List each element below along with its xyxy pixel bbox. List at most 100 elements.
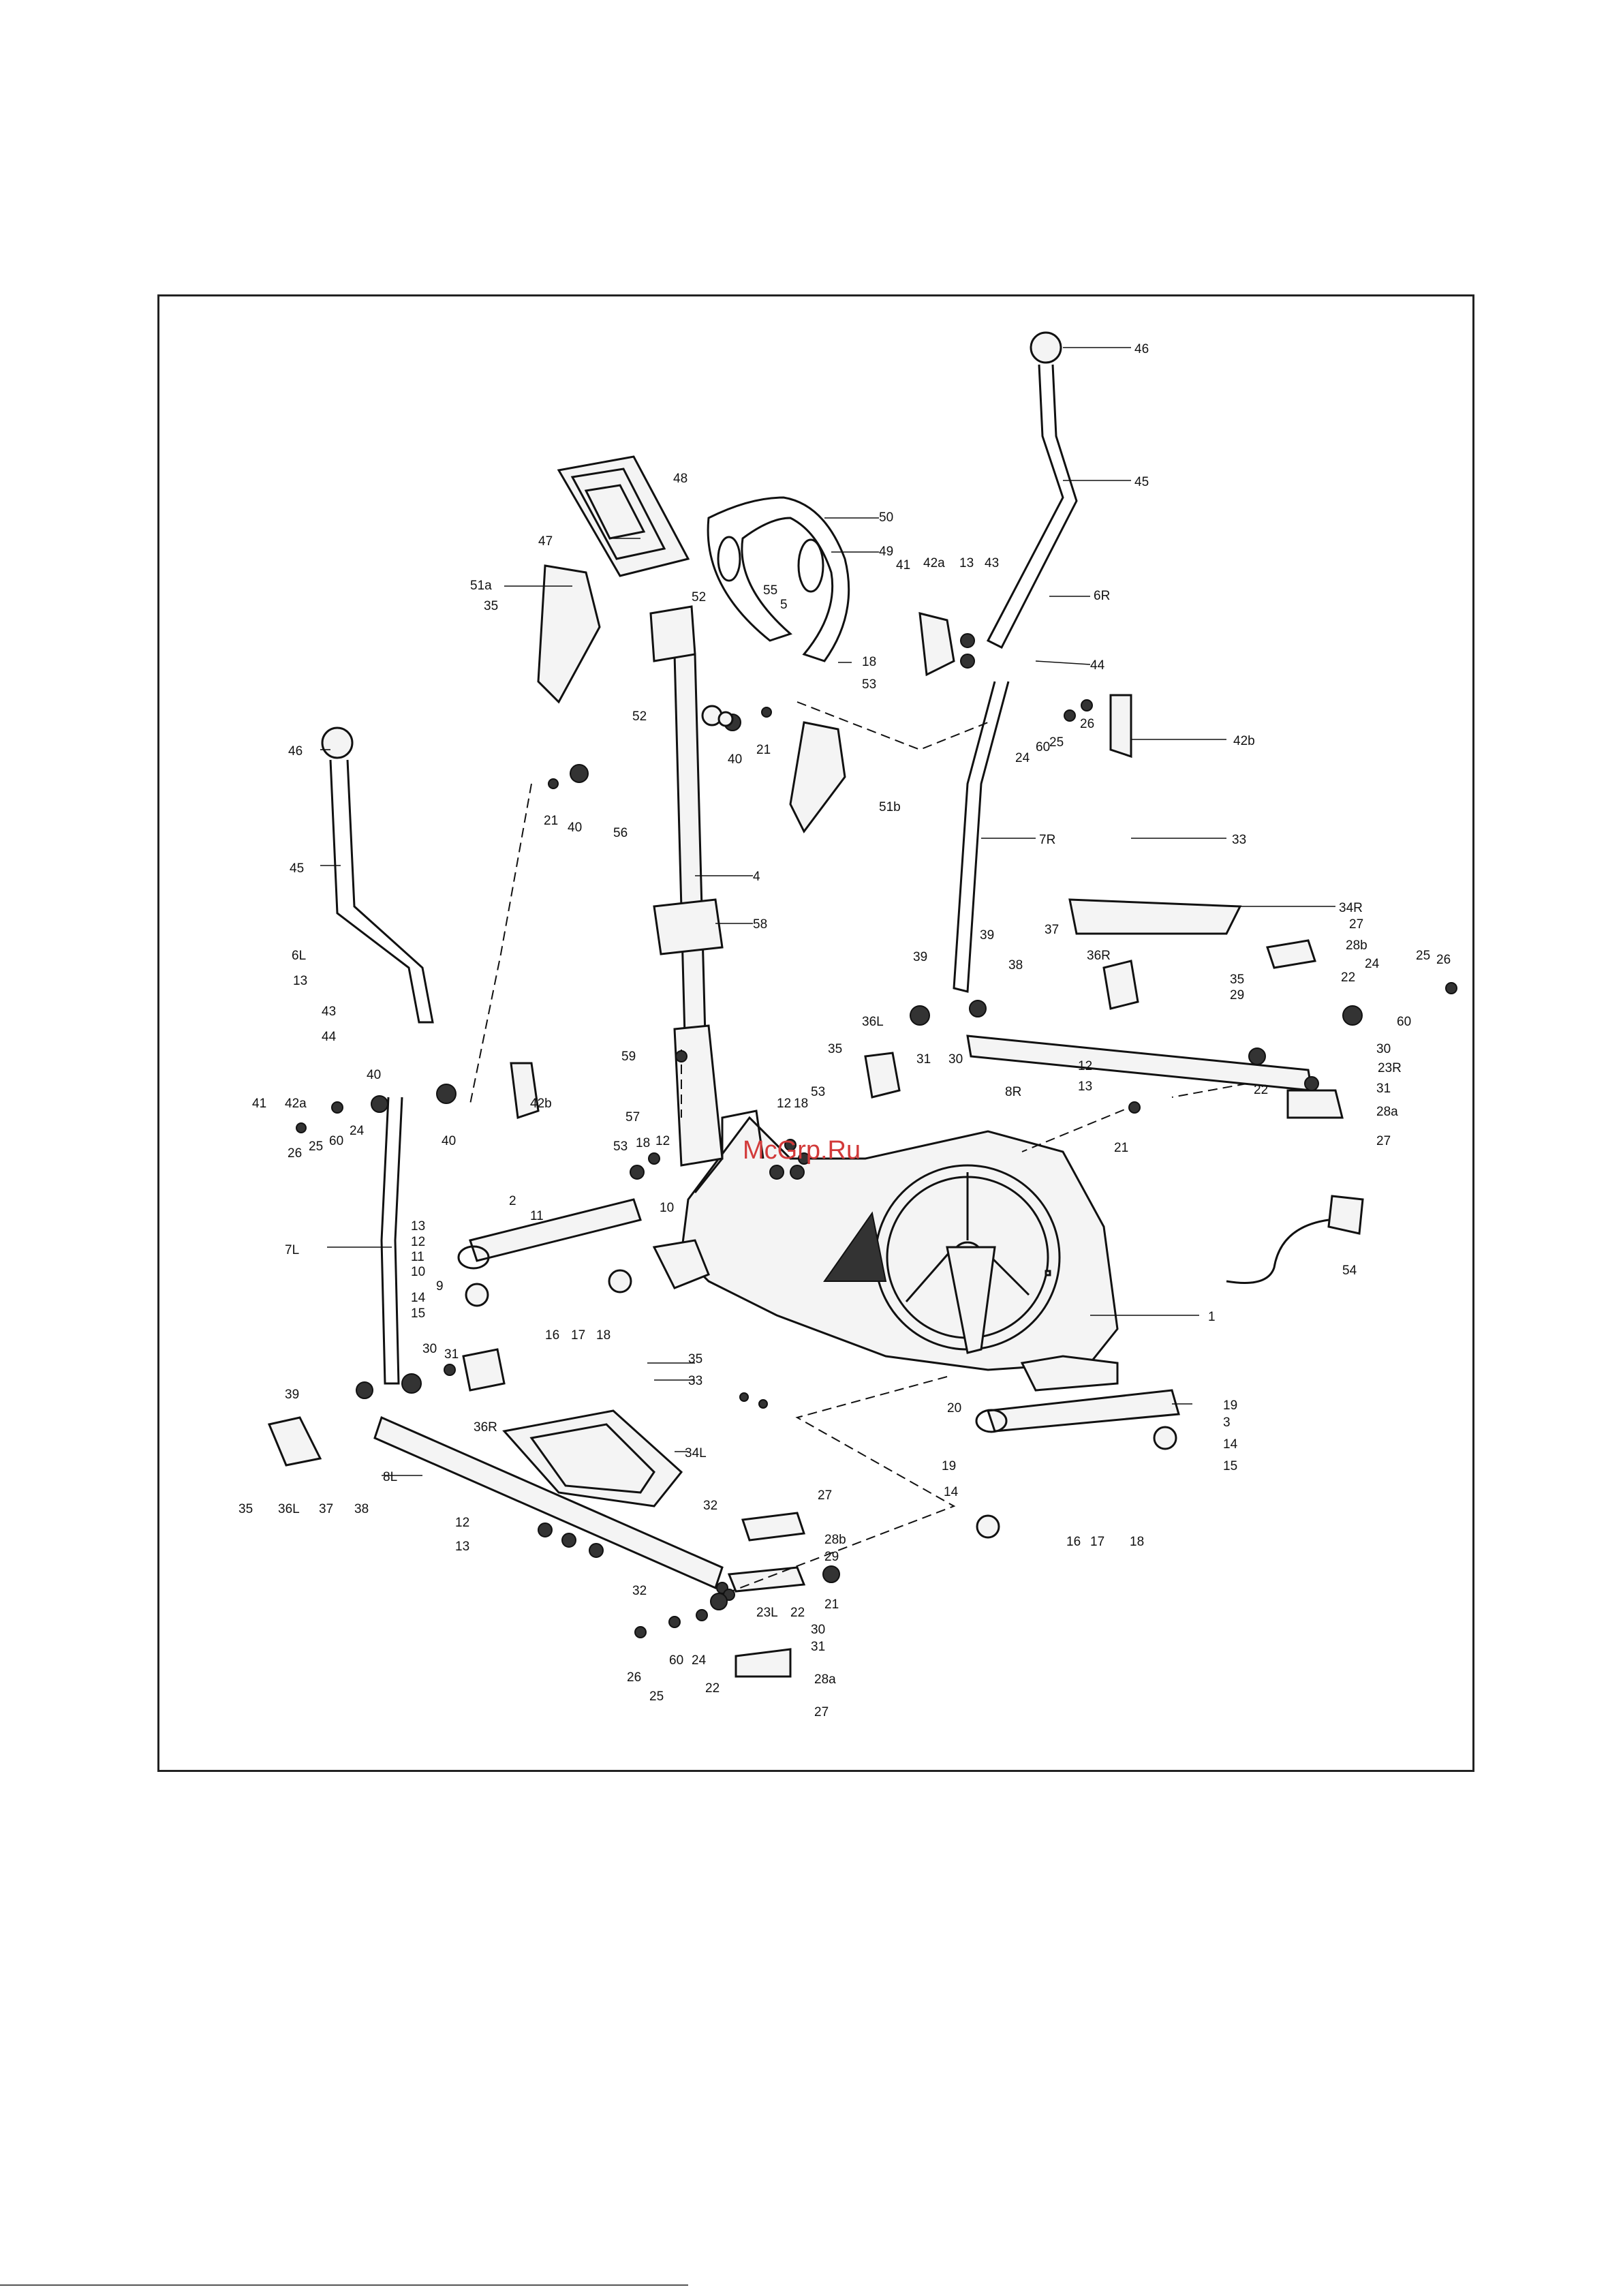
- part-label-19-a: 19: [1223, 1398, 1237, 1413]
- part-label-2: 2: [509, 1194, 516, 1208]
- part-label-27-l1: 27: [818, 1488, 832, 1503]
- part-label-24-r2: 24: [1365, 957, 1380, 971]
- part-label-14-rear2: 14: [944, 1485, 959, 1499]
- part-label-28b-right: 28b: [1346, 938, 1367, 953]
- part-label-27-r1: 27: [1349, 917, 1363, 932]
- part-label-4: 4: [753, 870, 760, 884]
- part-label-28a-right: 28a: [1376, 1105, 1398, 1119]
- part-label-40-l2: 40: [442, 1134, 456, 1148]
- part-label-53-top: 53: [862, 677, 876, 692]
- part-label-49: 49: [879, 545, 893, 559]
- right-arm-parts-6R-7R: [953, 331, 1078, 993]
- part-label-31-r2: 31: [916, 1052, 931, 1067]
- part-label-31-r: 31: [1376, 1082, 1391, 1096]
- part-label-40-l1: 40: [367, 1068, 381, 1082]
- handlebar-part-50: [707, 496, 850, 662]
- covers-misc-parts: [510, 564, 1344, 1678]
- part-label-19-b: 19: [942, 1459, 956, 1473]
- part-label-43-right: 43: [985, 556, 999, 570]
- part-label-7L: 7L: [285, 1243, 299, 1257]
- part-label-60-l2: 60: [669, 1653, 683, 1668]
- part-label-42b-right: 42b: [1233, 734, 1255, 748]
- part-label-26-l: 26: [288, 1146, 302, 1161]
- part-label-46-left: 46: [288, 744, 303, 759]
- part-label-47: 47: [538, 534, 553, 549]
- part-label-52-a: 52: [692, 590, 706, 604]
- part-label-8R: 8R: [1005, 1085, 1021, 1099]
- part-label-38-l: 38: [354, 1502, 369, 1516]
- part-label-29-l: 29: [824, 1550, 839, 1564]
- part-label-53-mid2: 53: [613, 1139, 628, 1154]
- part-label-12-r: 12: [1078, 1059, 1092, 1073]
- part-label-35-r: 35: [1230, 973, 1244, 987]
- part-label-59: 59: [621, 1050, 636, 1064]
- part-label-28a-left: 28a: [814, 1672, 836, 1687]
- part-label-34R: 34R: [1339, 901, 1363, 915]
- part-label-21-b: 21: [544, 814, 558, 828]
- part-label-13-left: 13: [293, 974, 307, 988]
- part-label-1: 1: [1208, 1310, 1216, 1324]
- part-label-36L-top: 36L: [862, 1015, 884, 1029]
- part-label-60-r2: 60: [1397, 1015, 1411, 1029]
- part-label-23L: 23L: [756, 1606, 778, 1620]
- part-label-26-l2: 26: [627, 1670, 641, 1685]
- left-arm-parts-6L-7L: [321, 726, 434, 1385]
- part-label-24-l2: 24: [692, 1653, 707, 1668]
- part-label-6R: 6R: [1094, 589, 1110, 603]
- left-pedal-parts-8L-34L: [267, 1348, 724, 1590]
- part-label-18-front: 18: [596, 1328, 610, 1343]
- part-label-42a-right: 42a: [923, 556, 945, 570]
- part-label-30-r: 30: [1376, 1042, 1391, 1056]
- part-label-45-right: 45: [1134, 475, 1149, 489]
- part-label-32-a: 32: [703, 1499, 717, 1513]
- part-label-18-mid: 18: [794, 1097, 808, 1111]
- part-label-12-front: 12: [411, 1235, 425, 1249]
- part-label-18-top: 18: [862, 655, 876, 669]
- part-label-12-mid2: 12: [655, 1134, 670, 1148]
- leader-lines: [320, 347, 1335, 1476]
- part-label-28b-left: 28b: [824, 1533, 846, 1547]
- part-label-39-l: 39: [285, 1388, 299, 1402]
- assembly-guide-lines: [469, 701, 1248, 1595]
- part-label-25-l: 25: [309, 1139, 323, 1154]
- part-label-22-r2: 22: [1254, 1083, 1268, 1097]
- diagram-frame: [157, 294, 1474, 1772]
- console-part-47: [557, 455, 690, 577]
- part-label-23R: 23R: [1378, 1061, 1402, 1075]
- part-label-60-l: 60: [329, 1134, 343, 1148]
- part-label-18-rear: 18: [1130, 1535, 1144, 1549]
- part-label-21-l: 21: [824, 1597, 839, 1612]
- part-label-40-a: 40: [728, 752, 742, 767]
- part-label-27-l2: 27: [814, 1705, 829, 1719]
- part-label-36R-top: 36R: [1087, 949, 1111, 963]
- part-label-52-b: 52: [632, 709, 647, 724]
- page-bottom-rule: [0, 2284, 688, 2286]
- part-label-16-front: 16: [545, 1328, 559, 1343]
- part-label-35-mid: 35: [828, 1042, 842, 1056]
- part-label-35-l2: 35: [238, 1502, 253, 1516]
- part-label-22-r1: 22: [1341, 970, 1355, 985]
- part-label-57: 57: [625, 1110, 640, 1124]
- part-label-16-rear: 16: [1066, 1535, 1081, 1549]
- part-label-8L: 8L: [383, 1470, 397, 1484]
- part-label-22-l2: 22: [705, 1681, 720, 1696]
- part-label-58: 58: [753, 917, 767, 932]
- part-label-26-r1: 26: [1080, 717, 1094, 731]
- part-label-45-left: 45: [290, 861, 304, 876]
- part-label-38-r: 38: [1008, 958, 1023, 973]
- part-label-40-b: 40: [568, 821, 582, 835]
- stabilizers-parts-2-3: [457, 1198, 1180, 1433]
- part-label-33-right: 33: [1232, 833, 1246, 847]
- part-label-54: 54: [1342, 1264, 1357, 1278]
- part-label-29-r: 29: [1230, 988, 1244, 1002]
- part-label-56: 56: [613, 826, 628, 840]
- part-label-17-front: 17: [571, 1328, 585, 1343]
- part-label-32-b: 32: [632, 1584, 647, 1598]
- part-label-51b: 51b: [879, 800, 901, 814]
- part-label-46-right: 46: [1134, 342, 1149, 356]
- part-label-15-rear: 15: [1223, 1459, 1237, 1473]
- part-label-10-a: 10: [660, 1201, 674, 1215]
- part-label-12-l: 12: [455, 1516, 469, 1530]
- part-label-20: 20: [947, 1401, 961, 1415]
